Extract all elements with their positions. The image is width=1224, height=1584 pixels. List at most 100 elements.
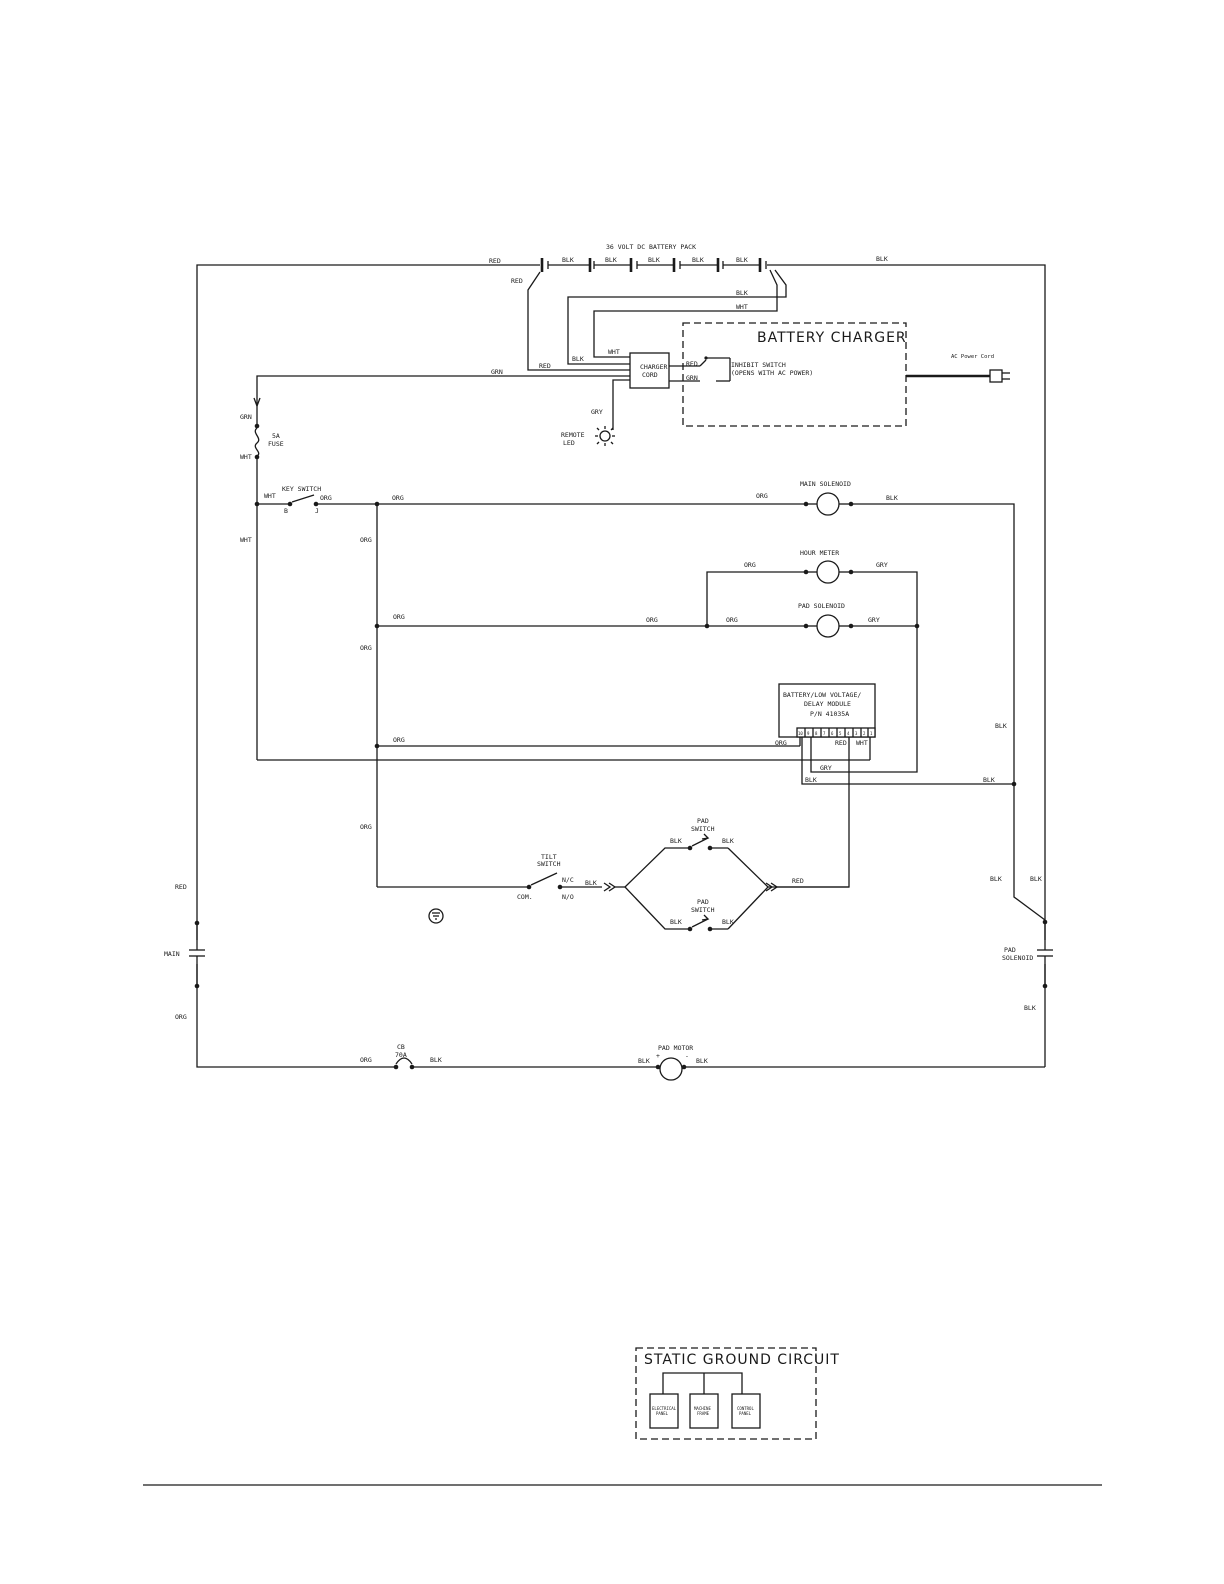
wire-label: GRY <box>868 616 880 624</box>
left-wiring <box>254 459 870 761</box>
wire-label: BLK <box>990 875 1002 883</box>
remote-led-icon <box>595 426 615 446</box>
ac-plug-icon <box>989 369 1003 383</box>
static-ground-wiring <box>649 1372 761 1429</box>
wire-label: BLK <box>805 776 817 784</box>
pad-switch-icon <box>687 914 713 932</box>
wire-label: BLK <box>722 837 734 845</box>
battery-charger-box <box>682 322 907 427</box>
pad-switch-label: SWITCH <box>691 906 715 914</box>
fuse-label: FUSE <box>268 440 284 448</box>
battery-charger-wiring <box>256 269 787 430</box>
wire-label: ORG <box>360 1056 372 1064</box>
wire-label: WHT <box>240 536 252 544</box>
wire-label: BLK <box>430 1056 442 1064</box>
breaker-label: 70A <box>395 1051 407 1059</box>
wire-label: ORG <box>726 616 738 624</box>
wire-label: GRY <box>820 764 832 772</box>
tilt-switch-label: SWITCH <box>537 860 561 868</box>
wire-label: WHT <box>736 303 748 311</box>
circuit-breaker-icon <box>393 1057 415 1070</box>
pad-motor-plus: + <box>656 1052 660 1060</box>
module-pin: 6 <box>831 731 834 736</box>
wire-label: BLK <box>983 776 995 784</box>
wire-label: BLK <box>886 494 898 502</box>
jumper-label: BLK <box>692 256 704 264</box>
pad-solenoid-contact-label: SOLENOID <box>1002 954 1033 962</box>
tilt-switch-com: COM. <box>517 893 533 901</box>
pad-switch-label: SWITCH <box>691 825 715 833</box>
module-label: BATTERY/LOW VOLTAGE/ <box>783 691 861 699</box>
wire-label: BLK <box>696 1057 708 1065</box>
key-switch-label: KEY SWITCH <box>282 485 321 493</box>
static-ground-label: MACHINE <box>694 1406 711 1411</box>
module-pin: 1 <box>870 731 873 736</box>
wire-label: WHT <box>240 453 252 461</box>
tilt-switch-icon <box>526 872 602 890</box>
static-ground-label: FRAME <box>697 1411 710 1416</box>
wire-label: RED <box>792 877 804 885</box>
wire-label: WHT <box>608 348 620 356</box>
wire-label: BLK <box>722 918 734 926</box>
wire-label: GRN <box>240 413 252 421</box>
wire-label: BLK <box>670 837 682 845</box>
charger-cord-label: CHARGER <box>640 363 667 371</box>
wire-label: ORG <box>393 613 405 621</box>
pad-solenoid-coil <box>803 614 854 638</box>
module-pin: 9 <box>807 731 810 736</box>
module-pin: 2 <box>863 731 866 736</box>
battery-pack-title: 36 VOLT DC BATTERY PACK <box>606 243 696 251</box>
wire-label: BLK <box>995 722 1007 730</box>
main-contact-label: MAIN <box>164 950 180 958</box>
pad-solenoid-label: PAD SOLENOID <box>798 602 845 610</box>
wire-label: GRN <box>686 374 698 382</box>
remote-led-label: LED <box>563 439 575 447</box>
wire-label: ORG <box>360 536 372 544</box>
jumper-label: BLK <box>562 256 574 264</box>
module-pin: 4 <box>847 731 850 736</box>
module-pin: 7 <box>823 731 826 736</box>
wire-label: BLK <box>736 289 748 297</box>
module-pin: 5 <box>839 731 842 736</box>
fuse-label: 5A <box>272 432 280 440</box>
tilt-switch-nc: N/C <box>562 876 574 884</box>
ground-symbol-icon <box>428 908 444 924</box>
hour-meter-label: HOUR METER <box>800 549 839 557</box>
wire-label: ORG <box>175 1013 187 1021</box>
module-label: DELAY MODULE <box>804 700 851 708</box>
module-label: P/N 41035A <box>810 710 849 718</box>
pad-solenoid-contact-label: PAD <box>1004 946 1016 954</box>
static-ground-label: CONTROL <box>737 1406 754 1411</box>
wire-label: ORG <box>775 739 787 747</box>
static-ground-label: ELECTRICAL <box>652 1406 677 1411</box>
jumper-label: BLK <box>605 256 617 264</box>
battery-cells <box>540 258 767 272</box>
hour-meter <box>803 560 854 584</box>
wire-label: BLK <box>876 255 888 263</box>
static-ground-label: PANEL <box>656 1411 669 1416</box>
wire-label: ORG <box>756 492 768 500</box>
jumper-label: BLK <box>648 256 660 264</box>
wire-label: GRY <box>876 561 888 569</box>
wire-label: ORG <box>392 494 404 502</box>
static-ground-box <box>635 1347 817 1440</box>
wire-label: GRY <box>591 408 603 416</box>
wire-label: ORG <box>646 616 658 624</box>
ac-power-cord-label: AC Power Cord <box>951 354 994 360</box>
pad-motor-label: PAD MOTOR <box>658 1044 693 1052</box>
outer-circuit-wiring <box>196 264 1046 1068</box>
static-ground-label: PANEL <box>739 1411 752 1416</box>
main-contact-icon <box>189 920 205 989</box>
wire-label: RED <box>489 257 501 265</box>
wire-label: BLK <box>670 918 682 926</box>
fuse-icon <box>253 397 261 460</box>
main-solenoid-coil <box>803 492 854 516</box>
battery-charger-title: BATTERY CHARGER <box>757 330 907 346</box>
wire-label: BLK <box>585 879 597 887</box>
module-pin: 3 <box>855 731 858 736</box>
key-switch-icon <box>287 494 319 507</box>
wire-label: RED <box>835 739 847 747</box>
battery-pack: 36 VOLT DC BATTERY PACK BLK BLK BLK BLK … <box>540 243 767 272</box>
inhibit-switch-label: INHIBIT SWITCH <box>731 361 786 369</box>
